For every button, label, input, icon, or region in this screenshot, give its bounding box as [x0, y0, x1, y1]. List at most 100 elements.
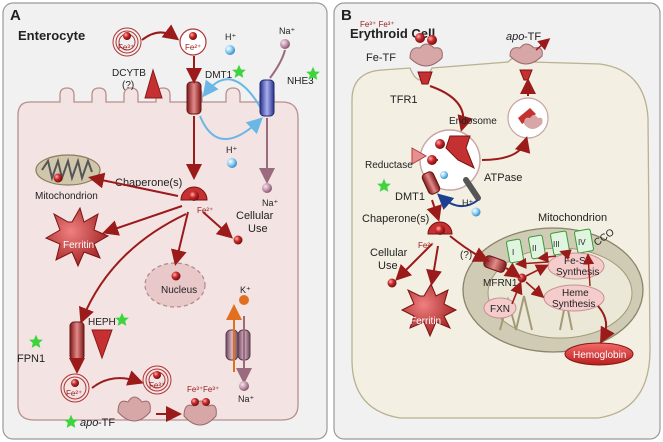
question-b: (?): [460, 250, 472, 261]
fe3-outside: [112, 27, 142, 57]
ferritin-label-a: Ferritin: [63, 240, 94, 251]
hemoglobin: [564, 342, 634, 366]
ferritin-label-b: Ferritin: [410, 316, 441, 327]
iron-to-fes: [525, 264, 549, 277]
dmt1-to-chaperone-arrow: [426, 199, 442, 222]
fe3-bottom: [142, 365, 172, 395]
recycling-tfr1: [518, 108, 536, 124]
mitochondrion-label-b: Mitochondrion: [538, 212, 607, 224]
sodium-bottom: [239, 381, 249, 391]
fe3-outside-label: Fe³⁺: [118, 43, 134, 52]
fe2-bottom: [60, 373, 90, 403]
panel-a: A Enterocyte Mitochondrion Nucleus Ferri…: [2, 2, 328, 440]
proton-in-label: H⁺: [226, 145, 237, 155]
heph-label: HEPH: [88, 317, 116, 328]
reductase-protein: [411, 147, 428, 165]
cellular-label-a: Cellular: [236, 210, 274, 222]
fetf-iron-2: [427, 35, 437, 45]
complex-i: I: [506, 238, 524, 264]
sodium-entry-line: [269, 49, 286, 79]
fe2-outside-label: Fe²⁺: [185, 43, 201, 52]
fe2-center-label: Fe²⁺: [197, 206, 213, 215]
heph-protein: [91, 329, 113, 360]
potassium-label: K⁺: [240, 285, 251, 295]
nhe3-transporter: [259, 79, 275, 117]
cellular-label-b: Cellular: [370, 247, 408, 259]
proton-top-a: [225, 45, 235, 55]
fe2-label-b: Fe²⁺: [418, 241, 434, 250]
chaperones-label-b: Chaperone(s): [362, 213, 429, 225]
sodium-top-a: [280, 39, 290, 49]
iron-ball-nucleus: [171, 271, 181, 281]
iron-to-heme: [525, 281, 545, 299]
potassium-ion: [239, 295, 249, 305]
endosome-iron-1: [435, 139, 445, 149]
proton-cycle-bottom: [199, 115, 263, 140]
fe-tf-label: Fe-TF: [366, 52, 396, 64]
arrow-to-mito-a: [88, 172, 179, 197]
panel-b-letter: B: [341, 7, 352, 24]
arrow-to-use-b: [395, 243, 433, 281]
k-na-pump: [225, 329, 251, 361]
fpn1-transporter: [69, 321, 85, 361]
nhe3-label: NHE3: [287, 76, 314, 87]
arrow-to-fpn1: [79, 213, 187, 324]
synthesis2-label: Synthesis: [552, 299, 595, 310]
apo-tf-release-arrow: [535, 38, 551, 51]
fe3b-label: Fe³⁺: [203, 385, 219, 394]
ferritin-a: [44, 206, 110, 268]
sodium-in-a: [262, 183, 272, 193]
panel-b-title: Erythroid Cell: [350, 26, 435, 41]
arrow-to-use-a: [202, 211, 233, 239]
complex-iv-label: IV: [578, 238, 586, 247]
tf-iron-2: [202, 398, 210, 406]
dmt1-label-b: DMT1: [395, 191, 425, 203]
chaperone-iron-b: [435, 225, 445, 235]
fetf-iron-1: [415, 33, 425, 43]
tfr1-label: TFR1: [390, 94, 418, 106]
reductase-label: Reductase: [365, 160, 413, 171]
endosome-tfr1: [445, 135, 475, 170]
tfr1-receptor: [417, 71, 433, 85]
use-label-a: Use: [248, 223, 268, 235]
complex-iv: IV: [574, 228, 594, 254]
use-label-b: Use: [378, 260, 398, 272]
proton-pump-arrow: [437, 193, 479, 210]
complex-i-label: I: [512, 248, 514, 257]
dmt1-transporter-b: [421, 171, 441, 195]
atpase-protein: [463, 177, 481, 201]
synthesis1-label: Synthesis: [556, 267, 599, 278]
atpase-label: ATPase: [484, 172, 522, 184]
panel-a-title: Enterocyte: [18, 28, 85, 43]
heme-to-hemoglobin: [597, 305, 615, 344]
mitochondrion-label-a: Mitochondrion: [35, 191, 98, 202]
proton-label-b: H⁺: [462, 198, 473, 208]
proton-top-label: H⁺: [225, 32, 236, 42]
dcytb-protein: [144, 68, 163, 99]
dcytb-question: (?): [122, 80, 134, 91]
dcytb-label: DCYTB: [112, 68, 146, 79]
fes-label: Fe-S: [564, 256, 586, 267]
apo-tf-label-b: apo: [506, 31, 524, 43]
fxn-protein: [483, 297, 517, 319]
apo-transferrin-b: [509, 43, 543, 65]
cellular-use-iron-a: [233, 235, 243, 245]
fe3-pair-label: Fe³⁺ Fe³⁺: [360, 20, 395, 29]
complex-ii-label: II: [532, 244, 536, 253]
mfrn1-label: MFRN1: [483, 278, 518, 289]
arrow-to-mfrn1: [449, 235, 490, 262]
fes-to-complex-ii: [537, 251, 557, 263]
panel-b: B Erythroid Cell Fe³⁺ Fe³⁺ Fe-TF TFR1 ap…: [333, 2, 661, 440]
proton-cycle-top: [202, 78, 263, 111]
to-recycling-arrow: [481, 136, 531, 161]
heme-label: Heme: [562, 288, 589, 299]
reduction-arrow-a: [141, 24, 180, 41]
tf-iron-1: [191, 398, 199, 406]
chaperones-label-a: Chaperone(s): [115, 177, 182, 189]
fxn-to-iron: [510, 281, 523, 305]
mito-iron-b: [517, 273, 527, 283]
sodium-bottom-label: Na⁺: [238, 394, 255, 404]
fe2-outside: [179, 28, 207, 56]
holo-transferrin-a: [183, 400, 217, 426]
endocytosis-arrow: [429, 85, 473, 132]
